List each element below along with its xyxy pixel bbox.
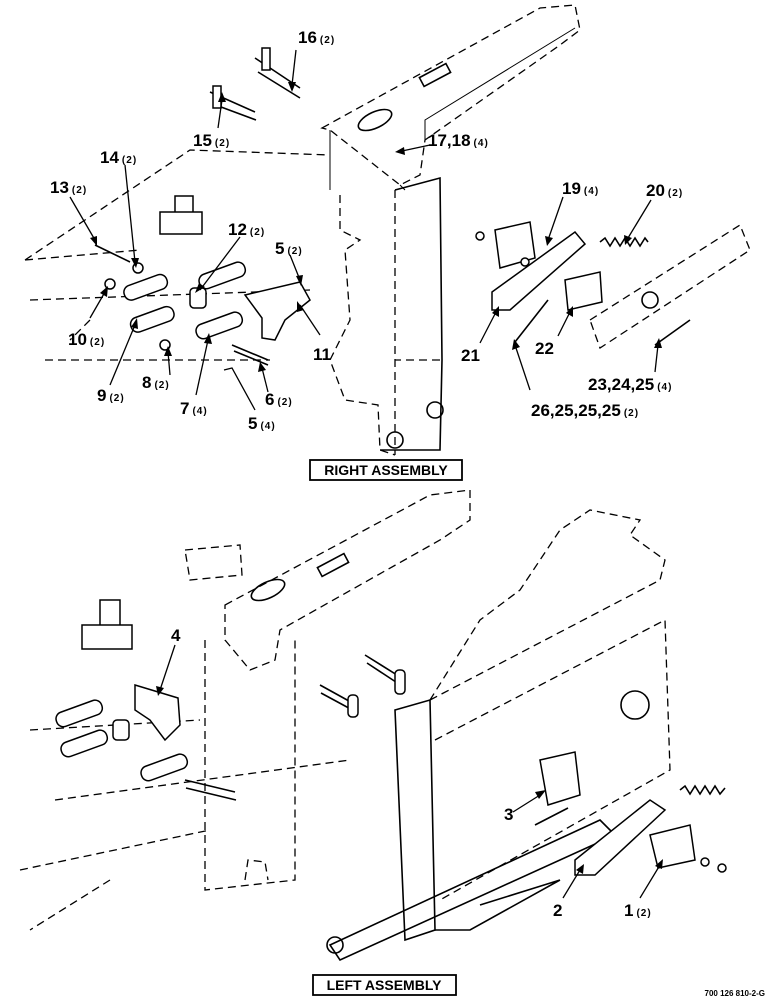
callout-5-top: 5(2) (275, 239, 303, 258)
left-frame-hole-2 (326, 936, 344, 954)
left-mount (184, 544, 243, 581)
right-bar-21 (491, 230, 587, 311)
callout-3: 3 (504, 805, 513, 824)
left-spring (679, 784, 726, 796)
right-nut-a (475, 231, 485, 241)
right-block-22 (564, 271, 603, 311)
right-link-9b (129, 305, 175, 333)
right-tube-hole (426, 401, 444, 419)
left-beam-outline (224, 489, 471, 671)
left-frame-front (394, 698, 436, 942)
callout-17-18: 17,18(4) (428, 131, 489, 150)
right-assembly-drawing (24, 4, 751, 456)
right-beam-outline (320, 4, 581, 186)
left-link-c (140, 753, 189, 782)
right-plate-19 (494, 221, 536, 269)
right-assembly-title: RIGHT ASSEMBLY (309, 459, 463, 481)
right-beam-slot (357, 108, 393, 132)
right-nut-b (520, 257, 530, 267)
callout-13: 13(2) (50, 178, 87, 197)
left-nut-b (717, 863, 727, 873)
left-bar-2 (574, 799, 667, 876)
left-column (204, 640, 296, 891)
left-cylinder-plate (81, 624, 133, 650)
callout-20: 20(2) (646, 181, 683, 200)
left-nut-a (700, 857, 710, 867)
left-frame-bottom (328, 819, 617, 962)
callout-21: 21 (461, 346, 480, 365)
callout-15: 15(2) (193, 131, 230, 150)
callout-9: 9(2) (97, 386, 125, 405)
right-link-9 (123, 273, 169, 301)
callout-23-24-25: 23,24,25(4) (588, 375, 672, 394)
left-plate-3 (539, 751, 581, 806)
callout-4: 4 (171, 626, 181, 645)
leader-lines (69, 49, 663, 899)
left-beam-slot (250, 578, 286, 602)
right-tube-back (329, 195, 396, 456)
right-assembly-label: RIGHT ASSEMBLY (324, 462, 448, 478)
callout-19: 19(4) (562, 179, 599, 198)
right-cylinder-plate (159, 211, 203, 235)
callout-16: 16(2) (298, 28, 335, 47)
callout-2: 2 (553, 901, 562, 920)
left-pin-a (184, 779, 237, 801)
left-bolt (534, 807, 569, 826)
left-plate-1 (649, 824, 696, 869)
right-link-7b (198, 261, 247, 290)
left-assembly-title: LEFT ASSEMBLY (312, 974, 457, 996)
right-pin-15-head (212, 85, 222, 109)
callout-labels: 16(2) 15(2) 17,18(4) 14(2) 13(2) 12(2) 5… (50, 28, 683, 920)
left-assembly-label: LEFT ASSEMBLY (327, 977, 443, 993)
right-frame-rail (589, 224, 751, 349)
right-bracket-11 (243, 281, 311, 341)
callout-1: 1(2) (624, 901, 652, 920)
right-tube-inner (394, 190, 440, 455)
right-frame-hole (641, 291, 659, 309)
right-beam-face (329, 27, 576, 191)
right-bolt-13 (94, 244, 131, 263)
callout-8: 8(2) (142, 373, 170, 392)
figure-number: 700 126 810-2-G (705, 989, 766, 998)
left-spacer (112, 719, 130, 741)
left-frame-back (429, 509, 666, 701)
right-bolt-26 (514, 299, 549, 343)
right-pin-6 (231, 344, 269, 366)
callout-26-25: 26,25,25,25(2) (531, 401, 639, 420)
left-frame-hole (620, 690, 650, 720)
right-link-7 (195, 311, 244, 340)
callout-22: 22 (535, 339, 554, 358)
left-pin-b-head (394, 669, 406, 695)
right-bolt-23 (654, 319, 691, 346)
right-beam-slot-2 (418, 62, 452, 88)
left-pin-c-head (347, 694, 359, 718)
left-beam-slot-2 (316, 552, 350, 578)
right-pin-16-head (261, 47, 271, 71)
callout-5-bottom: 5(4) (248, 414, 276, 433)
left-link-b (60, 729, 109, 758)
callout-11: 11 (313, 345, 331, 364)
right-tube-front (380, 176, 443, 451)
left-link-a (55, 699, 104, 728)
right-spring-20 (599, 236, 649, 248)
left-assembly-drawing (19, 489, 727, 962)
callout-7: 7(4) (180, 399, 208, 418)
callout-10: 10(2) (68, 330, 105, 349)
left-bracket-4 (134, 683, 181, 742)
callout-12: 12(2) (228, 220, 265, 239)
right-tube-hole-2 (386, 431, 404, 449)
right-ground-plane (24, 149, 331, 361)
callout-6: 6(2) (265, 390, 293, 409)
callout-14: 14(2) (100, 148, 137, 167)
